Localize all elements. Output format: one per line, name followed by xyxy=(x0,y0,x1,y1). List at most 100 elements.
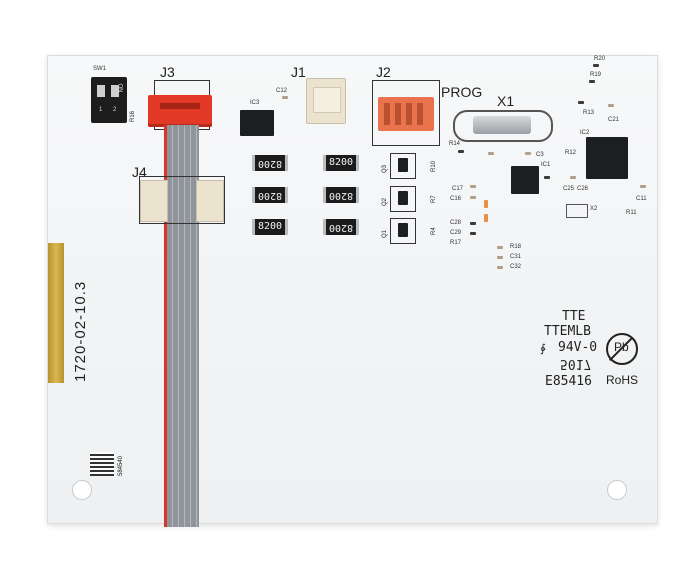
c28-label: C28 xyxy=(450,220,462,226)
smd-capacitor xyxy=(470,196,476,199)
ribbon-cable xyxy=(164,125,199,527)
r16-label: R16 xyxy=(130,110,136,122)
c11-capacitor xyxy=(640,185,646,188)
q3-label: Q3 xyxy=(382,164,388,173)
ic2-chip xyxy=(586,137,628,179)
r19-label: R19 xyxy=(590,72,602,78)
smd-capacitor xyxy=(484,214,488,222)
ic1-label: IC1 xyxy=(541,162,551,168)
marking-date-code: 5017 xyxy=(560,356,592,371)
smd-capacitor xyxy=(497,266,503,269)
c3-label: C3 xyxy=(536,152,544,158)
j4-connector-right[interactable] xyxy=(196,180,224,222)
resistor-8200: 8200 xyxy=(323,155,359,171)
q1-transistor xyxy=(398,223,408,237)
c17-label: C17 xyxy=(452,186,464,192)
smd-resistor xyxy=(544,176,550,179)
marking-ul-file: E85416 xyxy=(545,374,592,389)
c25-label: C25 xyxy=(563,186,575,192)
dip-switch-on-label: ON xyxy=(116,83,123,93)
r17-label: R17 xyxy=(450,240,462,246)
smd-capacitor xyxy=(525,152,531,155)
j2-prog-connector[interactable] xyxy=(378,97,434,131)
pb-free-icon: Pb xyxy=(606,333,638,365)
c31-label: C31 xyxy=(510,254,522,260)
j1-connector[interactable] xyxy=(306,78,346,124)
x2-component xyxy=(566,204,588,218)
ic3-label: IC3 xyxy=(250,100,260,106)
q2-transistor xyxy=(398,191,408,205)
smd-capacitor xyxy=(488,152,494,155)
marking-ttemlb: TTEMLB xyxy=(544,324,591,339)
q1-outline xyxy=(390,218,416,244)
gold-edge-contact xyxy=(48,243,64,383)
ul-logo-icon: ∳ xyxy=(540,343,546,355)
dip-switch[interactable]: ON 1 2 xyxy=(91,77,127,123)
sw1-label: SW1 xyxy=(93,66,107,72)
smd-capacitor xyxy=(497,256,503,259)
ic3-chip xyxy=(240,110,274,136)
dip-switch-toggle[interactable] xyxy=(111,85,119,97)
r20-resistor xyxy=(593,64,599,67)
j4-connector-left[interactable] xyxy=(140,180,168,222)
r11-label: R11 xyxy=(626,210,637,216)
c12-capacitor xyxy=(282,96,288,99)
j1-label: J1 xyxy=(291,64,306,80)
dip-switch-toggle[interactable] xyxy=(97,85,105,97)
j3-label: J3 xyxy=(160,64,175,80)
marking-tte: TTE xyxy=(562,309,586,324)
smd-capacitor xyxy=(484,200,488,208)
q2-label: Q2 xyxy=(382,197,388,206)
x2-label: X2 xyxy=(590,206,598,212)
j2-outline xyxy=(372,80,440,146)
r20-label: R20 xyxy=(594,56,606,62)
prog-label: PROG xyxy=(441,84,483,100)
ic1-chip xyxy=(511,166,539,194)
resistor-8200: 8200 xyxy=(252,187,288,203)
part-number: 1720-02-10.3 xyxy=(72,280,89,382)
r13-label: R13 xyxy=(583,110,595,116)
marking-rohs: RoHS xyxy=(606,373,639,387)
r7-label: R7 xyxy=(431,195,437,203)
c11-label: C11 xyxy=(636,196,647,202)
x1-crystal xyxy=(453,110,553,142)
r14-label: R14 xyxy=(449,141,461,147)
smd-resistor xyxy=(470,222,476,225)
q2-outline xyxy=(390,186,416,212)
c21-label: C21 xyxy=(608,117,620,123)
j4-outline xyxy=(139,176,225,224)
qr-code-number: 584540 xyxy=(118,455,124,476)
q3-transistor xyxy=(398,158,408,172)
q3-outline xyxy=(390,153,416,179)
c16-label: C16 xyxy=(450,196,462,202)
smd-resistor xyxy=(470,232,476,235)
smd-capacitor xyxy=(570,176,576,179)
resistor-8200: 8200 xyxy=(252,219,288,235)
r10-label: R10 xyxy=(431,160,437,172)
resistor-8200: 8200 xyxy=(323,219,359,235)
c21-capacitor xyxy=(608,104,614,107)
resistor-8200: 8200 xyxy=(252,155,288,171)
marking-rating: 94V-0 xyxy=(558,340,598,355)
pcb-board xyxy=(47,55,658,524)
r4-label: R4 xyxy=(431,227,437,235)
c12-label: C12 xyxy=(276,88,288,94)
qr-code xyxy=(90,452,114,476)
j3-connector[interactable] xyxy=(148,95,212,127)
mounting-hole xyxy=(607,480,627,500)
q1-label: Q1 xyxy=(382,229,388,238)
r12-label: R12 xyxy=(565,150,577,156)
resistor-8200: 8200 xyxy=(323,187,359,203)
r18-label: R18 xyxy=(510,244,522,250)
c29-label: C29 xyxy=(450,230,462,236)
mounting-hole xyxy=(72,480,92,500)
c26-label: C26 xyxy=(577,186,589,192)
j2-label: J2 xyxy=(376,64,391,80)
ic2-label: IC2 xyxy=(580,130,590,136)
c32-label: C32 xyxy=(510,264,522,270)
smd-capacitor xyxy=(497,246,503,249)
r14-resistor xyxy=(458,150,464,153)
dip-switch-1-label: 1 xyxy=(99,107,103,113)
dip-switch-2-label: 2 xyxy=(113,107,117,113)
